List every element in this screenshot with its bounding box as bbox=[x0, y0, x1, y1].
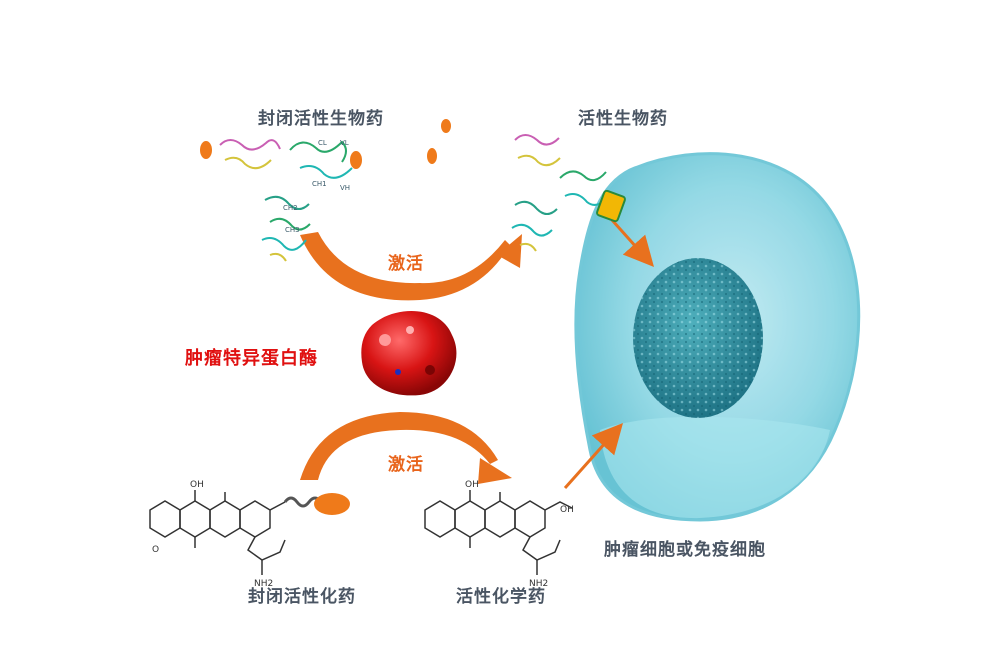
label-masked-chemical: 封闭活性化药 bbox=[248, 587, 356, 607]
active-chemical-structure bbox=[424, 490, 573, 575]
oh-label-3: OH bbox=[560, 505, 574, 515]
amine-label-2: NH2 bbox=[529, 579, 548, 589]
mask-peptides-top bbox=[200, 119, 451, 169]
activation-arrow-bottom bbox=[300, 412, 512, 484]
label-masked-biologic: 封闭活性生物药 bbox=[258, 109, 384, 129]
oh-label-1: OH bbox=[190, 480, 204, 490]
enzyme-structure bbox=[361, 311, 457, 396]
domain-label-vh: VH bbox=[340, 184, 350, 192]
label-tumor-enzyme: 肿瘤特异蛋白酶 bbox=[185, 348, 318, 369]
label-active-biologic: 活性生物药 bbox=[578, 109, 668, 129]
mask-peptide-chemical bbox=[314, 493, 350, 515]
arrow-to-cell-top bbox=[610, 218, 655, 267]
active-antibody-structure bbox=[511, 134, 610, 252]
activation-arrow-top bbox=[300, 232, 522, 301]
label-activate-top: 激活 bbox=[388, 254, 424, 274]
domain-label-ch1: CH1 bbox=[312, 180, 327, 188]
label-target-cell: 肿瘤细胞或免疫细胞 bbox=[604, 540, 766, 560]
domain-label-ch3: CH3 bbox=[285, 226, 300, 234]
masked-chemical-structure bbox=[149, 490, 323, 575]
domain-label-vl: VL bbox=[340, 139, 349, 147]
masked-antibody-structure bbox=[219, 139, 353, 262]
label-active-chemical: 活性化学药 bbox=[456, 587, 546, 607]
oh-label-2: OH bbox=[465, 480, 479, 490]
amine-label-1: NH2 bbox=[254, 579, 273, 589]
label-activate-bottom: 激活 bbox=[388, 455, 424, 475]
domain-label-ch2: CH2 bbox=[283, 204, 298, 212]
arrow-to-cell-bottom bbox=[563, 423, 623, 489]
cell-nucleus bbox=[633, 258, 763, 418]
methoxy-label: O bbox=[152, 545, 159, 555]
bound-antigen-marker bbox=[596, 189, 626, 223]
domain-label-cl: CL bbox=[318, 139, 327, 147]
